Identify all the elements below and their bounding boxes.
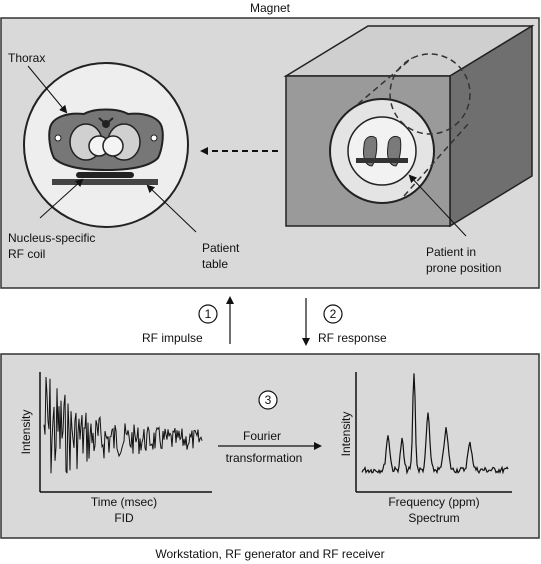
patient-table	[52, 179, 158, 185]
step-3-number: 3	[265, 393, 272, 407]
step-1-number: 1	[205, 307, 212, 321]
fid-xlabel: Time (msec)	[91, 495, 157, 509]
coil-pointer	[39, 178, 84, 219]
spectrum-trace	[361, 373, 509, 475]
table-pointer	[146, 184, 197, 233]
fid-plot	[39, 372, 212, 493]
step-1-badge	[198, 304, 218, 324]
prone-pointer	[408, 174, 467, 237]
fid-trace	[43, 376, 203, 474]
spectrum-xlabel: Frequency (ppm)	[388, 495, 479, 509]
step-2-number: 2	[330, 307, 337, 321]
magnet-caption: Magnet	[250, 1, 291, 15]
table-label-line1: Patient	[202, 241, 240, 255]
fourier-label-line2: transformation	[226, 451, 303, 465]
prone-label-line2: prone position	[426, 261, 501, 275]
step-3-badge	[258, 390, 278, 410]
thorax-label: Thorax	[8, 51, 45, 65]
workstation-caption: Workstation, RF generator and RF receive…	[155, 547, 384, 561]
rf-impulse-label: RF impulse	[142, 331, 203, 345]
fid-name: FID	[114, 511, 134, 525]
step-2-badge	[323, 304, 343, 324]
spectrum-ylabel: Intensity	[339, 412, 353, 457]
magnet-cube	[283, 24, 535, 228]
fourier-label-line1: Fourier	[243, 429, 281, 443]
coil-label-line1: Nucleus-specific	[8, 231, 95, 245]
fid-ylabel: Intensity	[19, 410, 33, 455]
thorax-pointer	[27, 65, 68, 114]
prone-label-line1: Patient in	[426, 245, 476, 259]
rf-response-label: RF response	[318, 331, 387, 345]
spectrum-plot	[355, 372, 512, 493]
rf-coil	[76, 172, 134, 178]
table-label-line2: table	[202, 257, 228, 271]
spectrum-name: Spectrum	[408, 511, 459, 525]
coil-label-line2: RF coil	[8, 247, 45, 261]
thorax-cross-section	[23, 62, 189, 228]
